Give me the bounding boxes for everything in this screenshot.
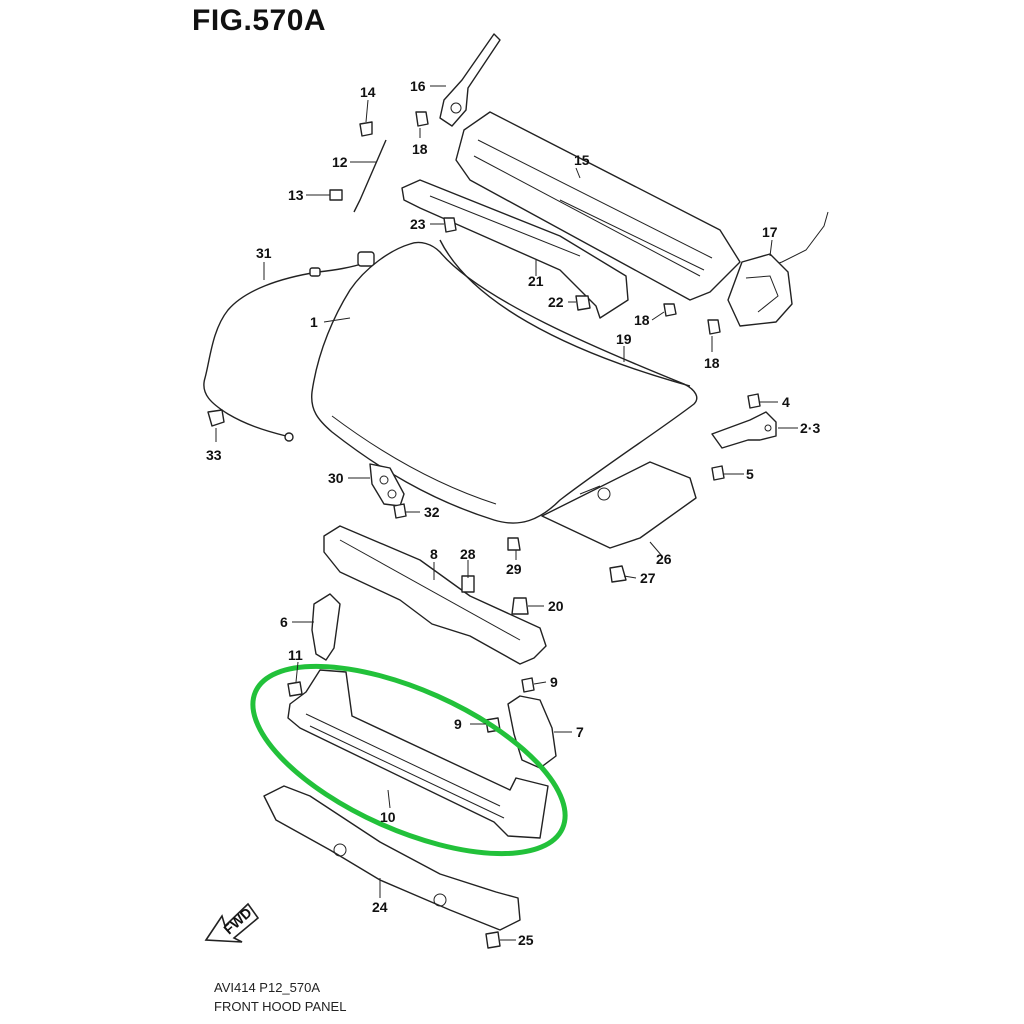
callout-18-mid: 18 [634, 312, 650, 328]
callout-9-lower: 9 [454, 716, 462, 732]
fastener-18-top [415, 111, 429, 127]
hood-stay-rod [329, 121, 387, 213]
figure-title: FIG.570A [192, 4, 327, 37]
callout-20: 20 [548, 598, 564, 614]
callout-22: 22 [548, 294, 564, 310]
cowl-side-bracket-right [727, 211, 829, 327]
callout-14: 14 [360, 84, 376, 100]
figure-code: AVI414 P12_570A [214, 980, 321, 995]
hinge-bolt-upper [747, 393, 761, 409]
callout-1: 1 [310, 314, 318, 330]
fastener-22-nut [575, 295, 591, 311]
reinforcement-bolt [287, 681, 303, 697]
callout-16: 16 [410, 78, 426, 94]
callout-27: 27 [640, 570, 656, 586]
cable-clip [207, 409, 225, 427]
bumper-rubber-stop [511, 597, 529, 615]
fastener-23-bolt [443, 217, 457, 233]
highlight-ellipse [250, 663, 568, 857]
leader-lines [215, 85, 798, 941]
callout-7: 7 [576, 724, 584, 740]
hood-insulator [541, 461, 697, 549]
callout-21: 21 [528, 273, 544, 289]
fastener-18-right [707, 319, 721, 335]
callout-18-top: 18 [412, 141, 428, 157]
callout-12: 12 [332, 154, 348, 170]
callout-5: 5 [746, 466, 754, 482]
hood-release-cable [203, 251, 375, 442]
callout-11: 11 [288, 647, 303, 663]
hood-lock-bolt [393, 503, 407, 519]
figure-caption: FRONT HOOD PANEL [214, 999, 347, 1014]
callout-33: 33 [206, 447, 222, 463]
cowl-inner-bracket [401, 179, 629, 319]
callout-28: 28 [460, 546, 476, 562]
callout-24: 24 [372, 899, 388, 915]
lower-member-bolt [485, 931, 501, 949]
hinge-bolt-lower [711, 465, 725, 481]
hood-stop-grommet [609, 565, 627, 583]
hood-weatherstrip [439, 239, 691, 387]
callout-labels: 1 14 12 13 16 18 15 17 18 18 19 23 21 22… [206, 78, 820, 948]
callout-18-right: 18 [704, 355, 720, 371]
callout-13: 13 [288, 187, 304, 203]
hood-hinge [711, 411, 777, 449]
callout-30: 30 [328, 470, 344, 486]
callout-9-upper: 9 [550, 674, 558, 690]
callout-23: 23 [410, 216, 426, 232]
callout-19: 19 [616, 331, 632, 347]
callout-31: 31 [256, 245, 272, 261]
cowl-side-bracket-left [439, 33, 501, 127]
fwd-arrow-icon: FWD [204, 902, 260, 943]
lower-radiator-member [263, 785, 521, 931]
callout-6: 6 [280, 614, 288, 630]
callout-32: 32 [424, 504, 440, 520]
callout-17: 17 [762, 224, 778, 240]
hood-panel [311, 241, 698, 524]
callout-25: 25 [518, 932, 534, 948]
cowl-top-panel [455, 111, 741, 301]
callout-8: 8 [430, 546, 438, 562]
bumper-reinforcement [287, 669, 549, 839]
callout-15: 15 [574, 152, 590, 168]
fastener-18-mid [663, 303, 677, 317]
callout-26: 26 [656, 551, 672, 567]
callout-4: 4 [782, 394, 790, 410]
bumper-bracket-left [311, 593, 341, 661]
callout-29: 29 [506, 561, 522, 577]
callout-10: 10 [380, 809, 396, 825]
insulator-clip [507, 537, 521, 551]
callout-2-3: 2·3 [800, 420, 820, 436]
